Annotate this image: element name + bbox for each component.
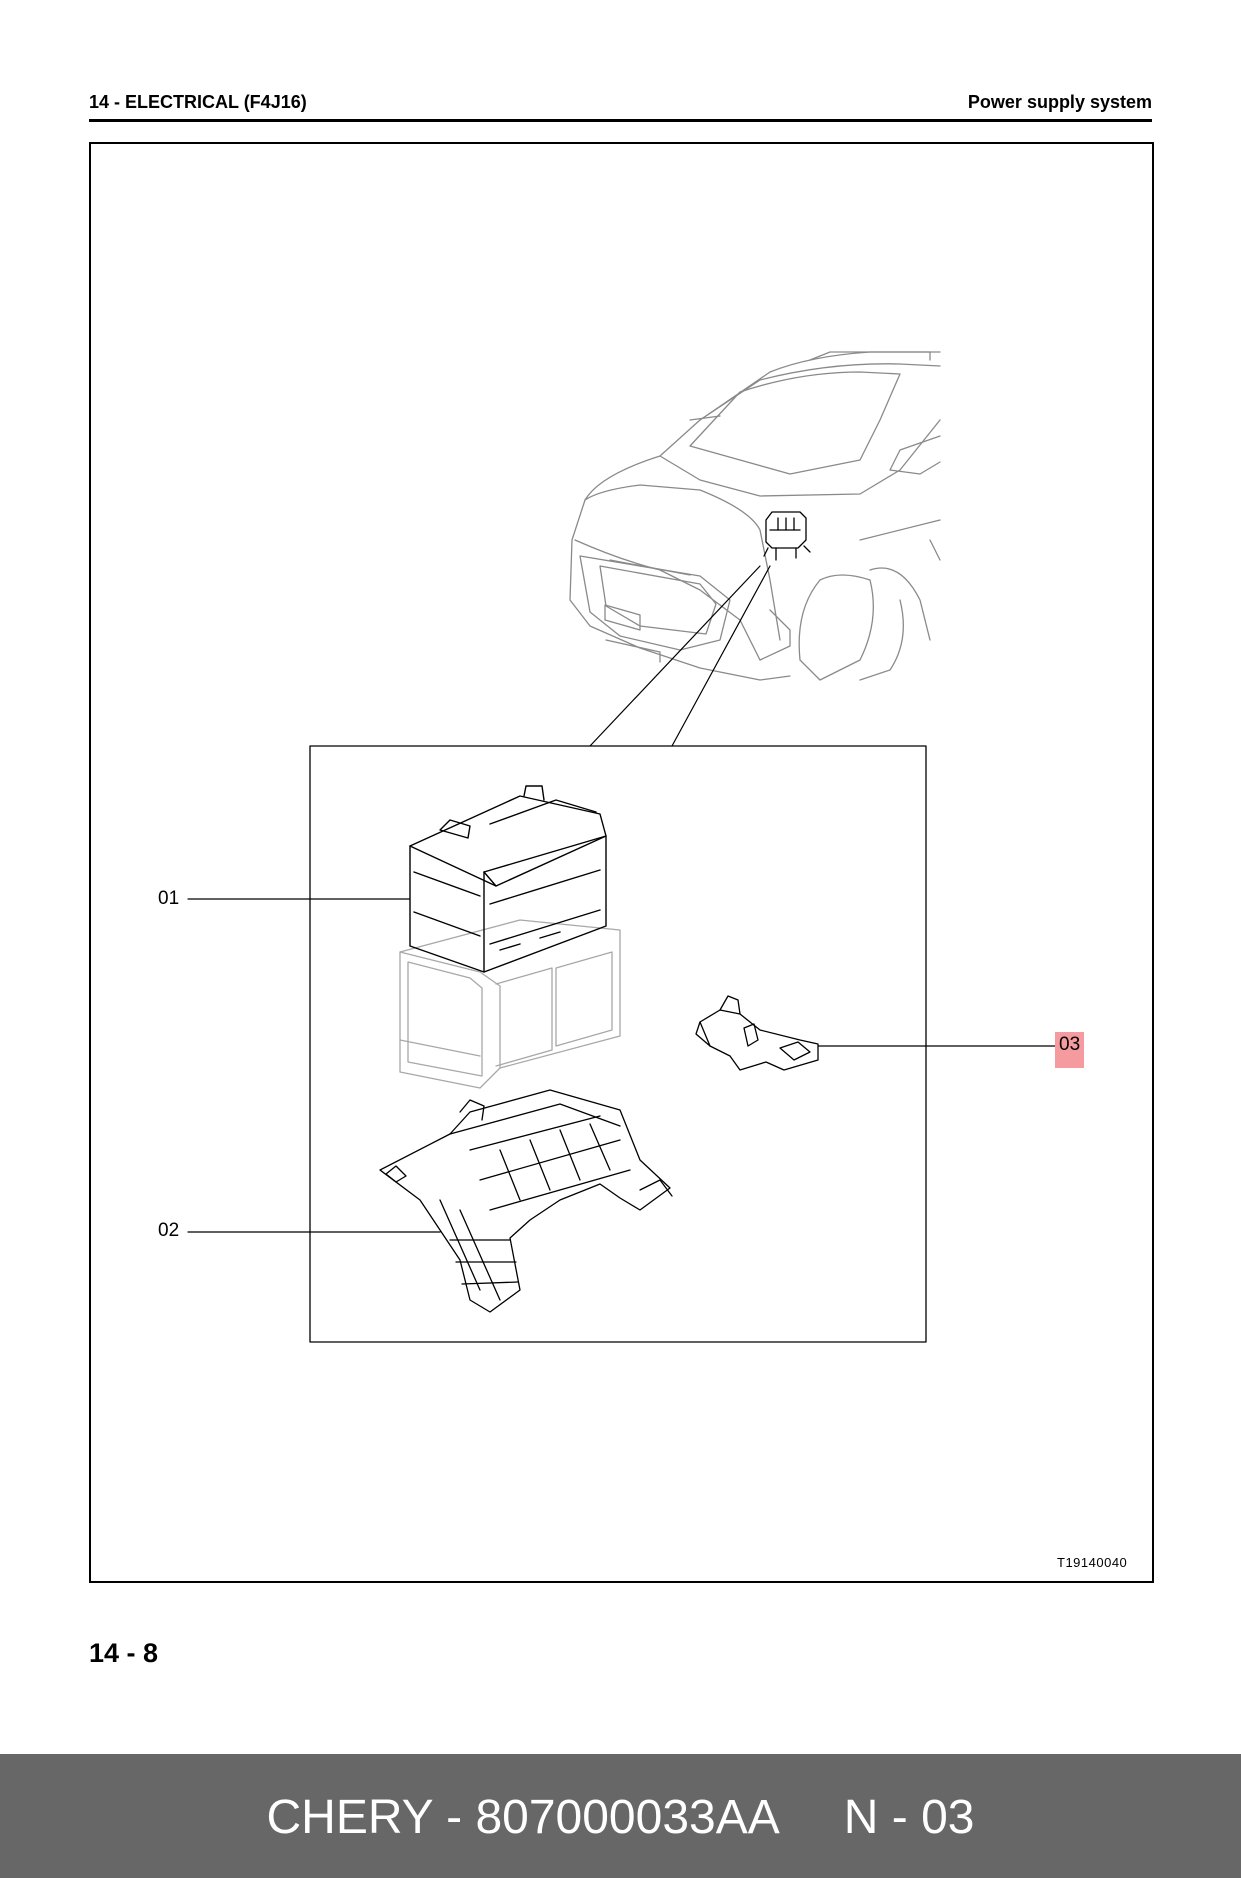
terminal-clamp (695, 995, 819, 1071)
callout-03-highlighted: 03 (1055, 1032, 1084, 1068)
callout-leaders (187, 898, 1056, 1233)
figure-frame (89, 142, 1154, 1583)
header-topic-title: Power supply system (967, 92, 1152, 112)
header-rule (89, 119, 1152, 122)
zoom-leader-lines (589, 565, 771, 747)
vehicle-illustration (569, 351, 941, 681)
battery-tray (379, 1089, 673, 1313)
callout-01: 01 (158, 888, 180, 909)
callout-02: 02 (158, 1220, 180, 1241)
battery (409, 785, 607, 973)
header-section-title: 14 - ELECTRICAL (F4J16) (89, 92, 307, 112)
footer-part-number: CHERY - 807000033AA N - 03 (266, 1791, 975, 1844)
battery-base-outline (399, 919, 621, 1089)
page-number: 14 - 8 (89, 1638, 159, 1668)
figure-code: T19140040 (1057, 1555, 1128, 1570)
detail-box (309, 745, 927, 1343)
footer-bar: CHERY - 807000033AA N - 03 (0, 1754, 1241, 1878)
battery-location-marker (763, 511, 811, 561)
